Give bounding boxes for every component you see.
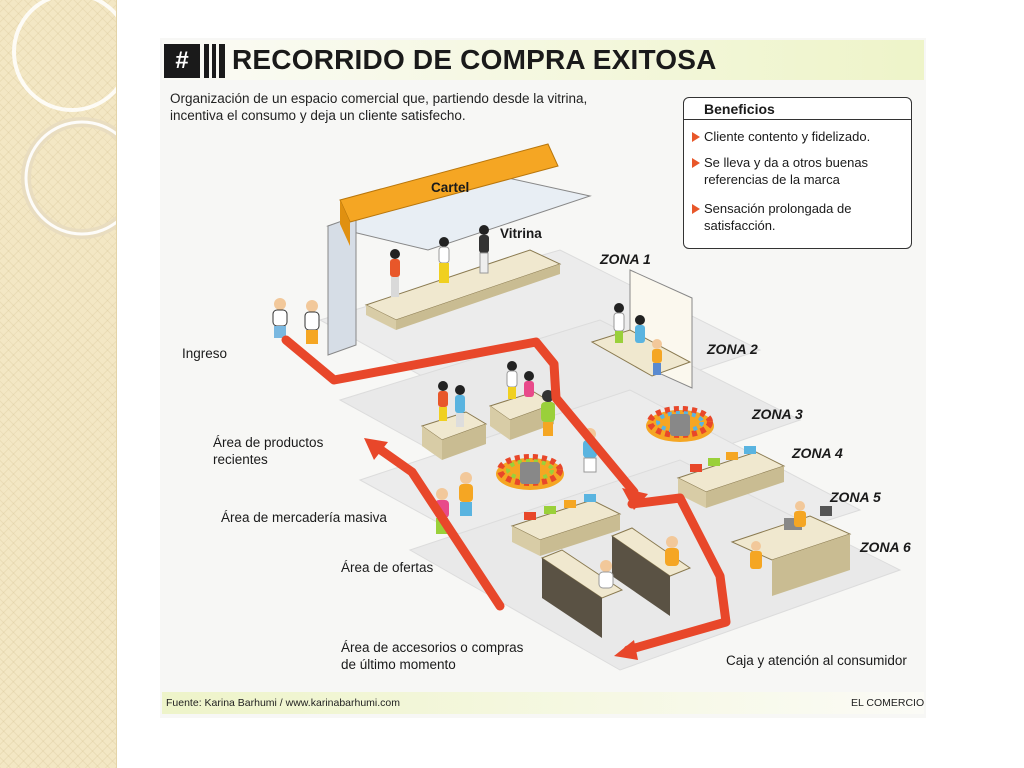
mass-merchandise-label: Área de mercadería masiva xyxy=(221,510,387,525)
benefit-text: Se lleva y da a otros buenas referencias… xyxy=(704,155,869,187)
benefit-item: Cliente contento y fidelizado. xyxy=(692,128,906,145)
sign-board xyxy=(339,143,559,223)
title-bar xyxy=(162,40,924,80)
entrance-customers xyxy=(272,298,320,344)
entrance-label: Ingreso xyxy=(182,346,228,361)
benefit-text: Cliente contento y fidelizado. xyxy=(704,129,871,144)
product-table-zone-5 xyxy=(510,494,622,556)
zone-5-label: ZONA 5 xyxy=(830,489,881,505)
return-route-path xyxy=(373,443,505,611)
checkout-label: Caja y atención al consumidor xyxy=(726,653,907,668)
mannequin-figures xyxy=(390,225,489,297)
route-arrowhead-up xyxy=(364,438,388,460)
title-stripes xyxy=(204,44,226,78)
route-arrowhead-down xyxy=(622,488,648,510)
decorative-rings xyxy=(12,0,116,239)
publisher-credit: EL COMERCIO xyxy=(851,697,925,709)
checkout-counter xyxy=(730,501,852,596)
source-credit: Fuente: Karina Barhumi / www.karinabarhu… xyxy=(166,697,401,709)
zone-2-label: ZONA 2 xyxy=(707,341,758,357)
benefits-title: Beneficios xyxy=(684,98,911,120)
hash-badge: # xyxy=(164,44,200,78)
accessories-label: Área de accesorios o compras de último m… xyxy=(341,640,524,672)
store-floor-diagram xyxy=(272,143,902,671)
zone-6-label: ZONA 6 xyxy=(860,539,911,555)
benefits-box: Beneficios Cliente contento y fidelizado… xyxy=(683,97,912,249)
offers-label: Área de ofertas xyxy=(341,560,434,575)
zone-3-figures xyxy=(438,361,555,436)
showcase-wall xyxy=(327,215,357,356)
route-arrowhead-left xyxy=(614,640,638,660)
rotating-display-center xyxy=(496,454,564,490)
infographic-title: RECORRIDO DE COMPRA EXITOSA xyxy=(232,44,717,75)
rotating-display-right xyxy=(646,406,714,442)
shopping-route-path xyxy=(281,335,639,497)
triangle-bullet-icon xyxy=(692,158,700,168)
triangle-bullet-icon xyxy=(692,204,700,214)
showcase-platform-side xyxy=(366,305,396,330)
sign-side xyxy=(340,200,350,246)
benefit-item: Sensación prolongada de satisfacción. xyxy=(692,200,906,234)
zone-4-label: ZONA 4 xyxy=(792,445,843,461)
zone-2-figures xyxy=(613,303,662,375)
pedestal-right-side xyxy=(490,406,510,440)
pedestal-left-front xyxy=(442,424,486,460)
footer-bar xyxy=(162,692,924,714)
benefit-item: Se lleva y da a otros buenas referencias… xyxy=(692,154,906,188)
product-table-zone-4 xyxy=(676,446,786,508)
shopping-route-path-lower xyxy=(623,493,731,655)
intro-text: Organización de un espacio comercial que… xyxy=(170,91,588,123)
sign-label: Cartel xyxy=(431,180,470,195)
recent-products-label: Área de productos recientes xyxy=(213,435,324,467)
showcase-platform-front xyxy=(396,264,560,330)
decorative-side-strip xyxy=(0,0,117,768)
showcase-label: Vitrina xyxy=(500,226,542,241)
benefit-text: Sensación prolongada de satisfacción. xyxy=(704,201,852,233)
zone-3-label: ZONA 3 xyxy=(752,406,803,422)
pedestal-left-side xyxy=(422,426,442,460)
shopping-customers xyxy=(435,428,679,589)
zone-1-label: ZONA 1 xyxy=(600,251,651,267)
triangle-bullet-icon xyxy=(692,132,700,142)
